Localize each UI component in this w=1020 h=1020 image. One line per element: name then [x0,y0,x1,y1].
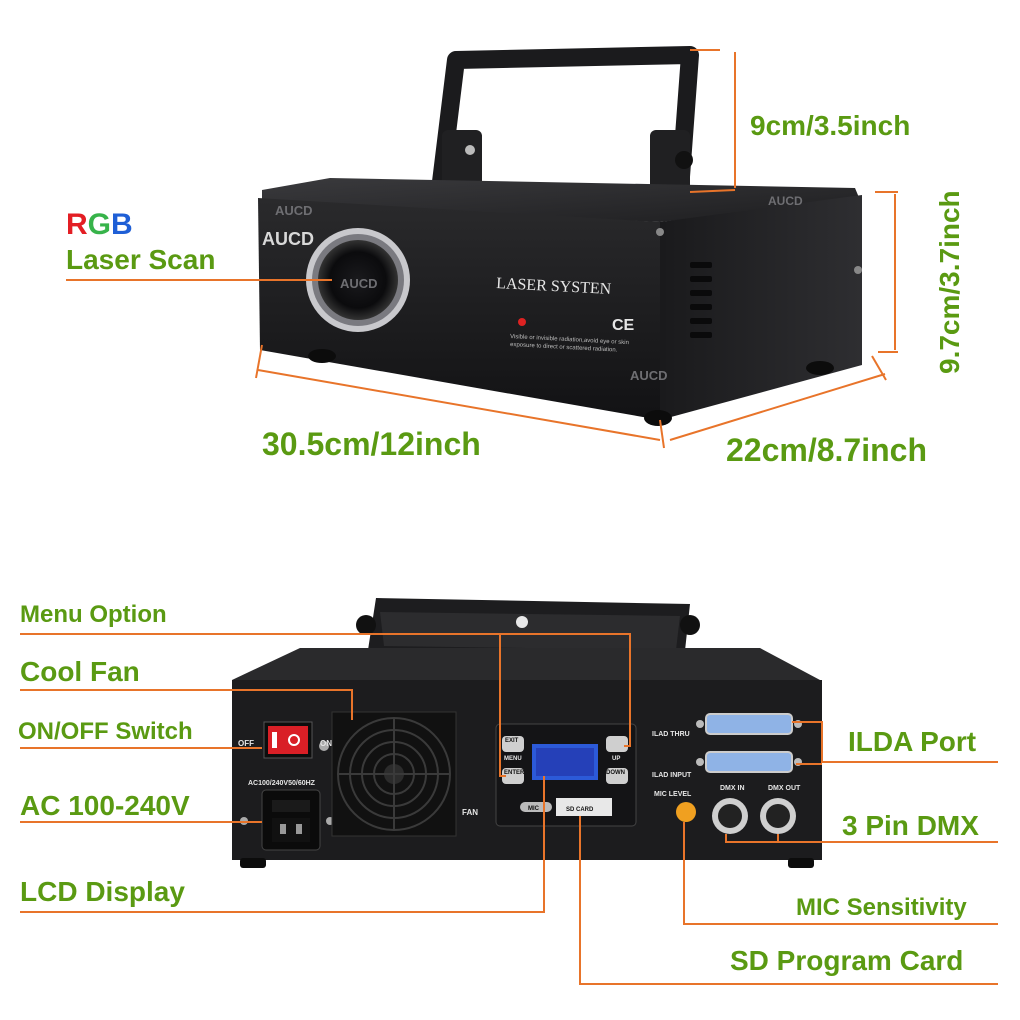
ac-inlet [261,789,321,851]
body-height-label: 9.7cm/3.7inch [934,190,965,374]
on-off-switch-label: ON/OFF Switch [18,718,193,745]
panel-on-text: ON [320,739,332,748]
panel-exit-text: EXIT [505,738,519,744]
panel-up-text: UP [612,756,620,762]
panel-down-text: DOWN [606,770,625,776]
panel-enter-text: ENTER [504,770,525,776]
warning-text: exposure to direct or scattered radiatio… [510,342,618,354]
ce-mark: CE [612,317,635,334]
power-switch [263,721,313,759]
ilda-port-label: ILDA Port [848,726,977,757]
laser-aperture [306,228,410,332]
feet [308,349,834,426]
rgb-red: R [66,208,88,241]
rear-panel-illustration: OFF ON AC100/240V50/60HZ FAN EXIT MENU E… [20,598,998,985]
rgb-label: RGB [66,208,133,242]
front-product-name: LASER SYSTEN [496,275,612,298]
rear-feet [240,858,814,868]
panel-fan-text: FAN [462,808,478,817]
panel-mic-level-text: MIC LEVEL [654,791,692,798]
panel-off-text: OFF [238,739,254,748]
side-vents [690,262,712,338]
sd-card-label: SD Program Card [730,945,964,976]
width-label: 30.5cm/12inch [262,426,481,462]
control-module [495,723,637,827]
lcd-display-label: LCD Display [20,876,185,907]
handle-height-label: 9cm/3.5inch [750,110,911,141]
ac-power-label: AC 100-240V [20,790,190,821]
panel-menu-text: MENU [504,756,522,762]
dmx-connectors [712,798,796,834]
panel-sd-text: SD CARD [566,807,594,813]
panel-mic-text: MIC [528,806,540,812]
rear-top-surface [232,648,820,680]
panel-ilda-thru-text: ILAD THRU [652,731,690,738]
mic-sensitivity-label: MIC Sensitivity [796,894,967,921]
brand-watermark: AUCD [340,276,378,291]
top-product-illustration: AUCD AUCD AUCD AUCD AUCD LASER SYSTEN Vi… [66,46,898,449]
menu-option-label: Menu Option [20,601,167,628]
dmx-label: 3 Pin DMX [842,810,979,841]
depth-label: 22cm/8.7inch [726,432,927,468]
rgb-green: G [87,208,112,241]
panel-ilda-input-text: ILAD INPUT [652,772,692,779]
leader-lines [20,633,998,985]
handle [431,46,699,200]
dimension-lines [255,49,898,449]
panel-dmx-in-text: DMX IN [720,785,745,792]
panel-dmx-out-text: DMX OUT [768,785,801,792]
panel-ac-text: AC100/240V50/60HZ [248,780,316,787]
brand-watermark: AUCD [630,368,668,383]
brand-watermark: AUCD [768,194,803,208]
rear-handle [356,598,700,660]
cool-fan-label: Cool Fan [20,656,140,687]
cooling-fan [331,711,457,837]
laser-warning-icon [518,318,526,326]
laser-scan-label: Laser Scan [66,244,216,275]
brand-watermark: AUCD [275,203,313,218]
mic-level-knob [676,802,696,822]
rgb-blue: B [111,208,133,241]
front-logo: AUCD [262,229,314,249]
